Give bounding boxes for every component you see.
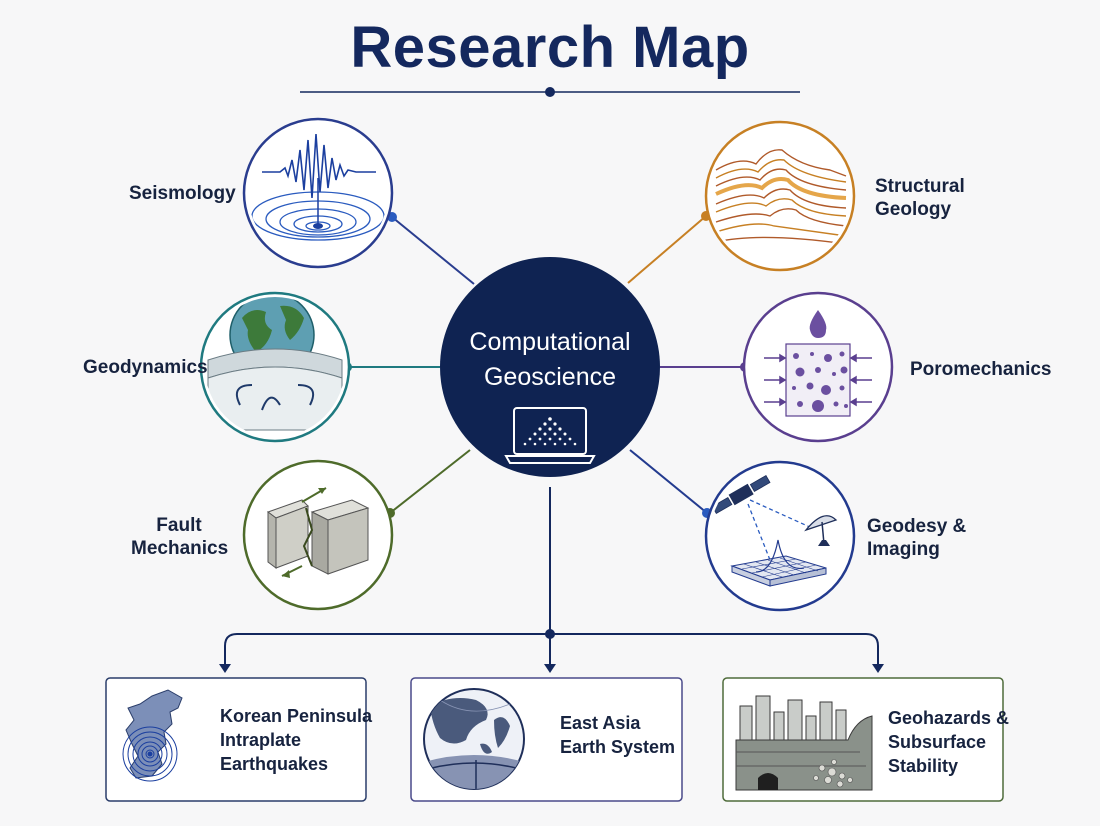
box-label-line: Intraplate [220, 730, 302, 750]
label-structural-geology-line1: Structural [875, 176, 965, 197]
connector-structural-geology [627, 211, 711, 284]
label-geodesy-imaging: Geodesy & Imaging [867, 515, 966, 561]
title-divider [300, 87, 800, 97]
center-label-line1: Computational [469, 328, 631, 356]
box-geohazards[interactable] [722, 677, 1004, 802]
box-label-line: Korean Peninsula [220, 706, 373, 726]
node-structural-geology[interactable] [704, 120, 856, 272]
box-geohazards-label: Geohazards & Subsurface Stability [888, 706, 1009, 778]
box-label-line: Stability [888, 756, 959, 776]
porous-medium-icon [764, 310, 872, 417]
node-geodynamics[interactable] [199, 291, 351, 443]
label-fault-mechanics-line2: Mechanics [131, 538, 229, 559]
globe-mantle-convection-icon [207, 297, 343, 431]
box-label-line: Earthquakes [220, 754, 329, 774]
box-label-line: East Asia [560, 713, 641, 733]
center-label: Computational Geoscience [440, 325, 660, 395]
label-seismology: Seismology [129, 183, 236, 204]
node-poromechanics[interactable] [742, 291, 894, 443]
box-label-line: Earth System [560, 737, 676, 757]
laptop-network-icon [504, 407, 596, 464]
box-korean-peninsula[interactable] [105, 677, 367, 802]
urban-landslide-icon [735, 695, 873, 791]
connector-geodesy-imaging [629, 449, 712, 518]
label-structural-geology-line2: Geology [875, 199, 952, 220]
connector-geodynamics [342, 362, 440, 372]
center-label-line2: Geoscience [483, 363, 617, 391]
label-poromechanics: Poromechanics [910, 359, 1052, 380]
bottom-tree [219, 487, 884, 673]
label-geodesy-imaging-line1: Geodesy & [867, 516, 967, 537]
fault-block-icon [266, 487, 370, 578]
node-seismology[interactable] [242, 117, 394, 269]
label-fault-mechanics: Fault Mechanics [131, 514, 229, 560]
box-label-line: Subsurface [888, 732, 987, 752]
connector-poromechanics [660, 362, 750, 372]
folded-strata-icon [715, 149, 847, 245]
box-korean-peninsula-label: Korean Peninsula Intraplate Earthquakes [220, 704, 372, 776]
satellite-deformation-icon [711, 474, 838, 587]
label-fault-mechanics-line1: Fault [156, 515, 202, 536]
node-fault-mechanics[interactable] [242, 459, 394, 611]
seismogram-icon [251, 133, 385, 241]
label-structural-geology: Structural Geology [875, 175, 965, 221]
connector-seismology [387, 212, 475, 285]
center-node[interactable] [440, 257, 660, 477]
box-east-asia-label: East Asia Earth System [560, 711, 675, 759]
node-geodesy-imaging[interactable] [704, 460, 856, 612]
label-geodesy-imaging-line2: Imaging [867, 539, 940, 560]
korea-map-icon [122, 689, 183, 782]
box-label-line: Geohazards & [888, 708, 1010, 728]
connector-fault-mechanics [385, 449, 471, 518]
page-title: Research Map [350, 15, 750, 80]
box-east-asia[interactable] [410, 677, 683, 802]
east-asia-globe-icon [423, 688, 525, 790]
label-geodynamics: Geodynamics [83, 357, 208, 378]
